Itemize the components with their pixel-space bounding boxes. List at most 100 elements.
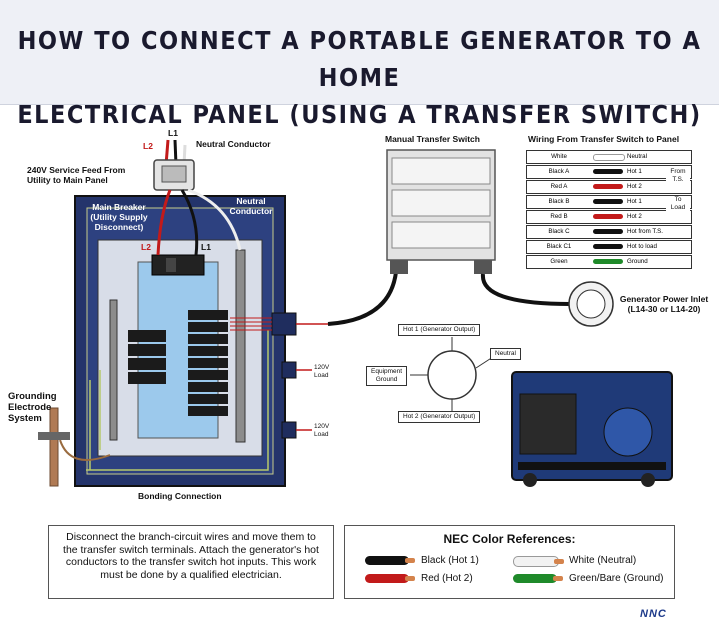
breakers-left xyxy=(128,330,166,384)
nec-red-label: Red (Hot 2) xyxy=(421,573,473,584)
title-line-2: ELECTRICAL PANEL (USING A TRANSFER SWITC… xyxy=(17,100,702,129)
receptacle-detail xyxy=(427,350,477,400)
ground-bar xyxy=(109,299,118,441)
label-hot1-output: Hot 1 (Generator Output) xyxy=(398,324,481,336)
group1-line-1: From xyxy=(670,168,686,175)
generator-alternator xyxy=(603,407,653,457)
header-banner: HOW TO CONNECT A PORTABLE GENERATOR TO A… xyxy=(0,0,719,129)
label-bonding: Bonding Connection xyxy=(138,491,222,501)
power-inlet-line-2: (L14-30 or L14-20) xyxy=(627,304,701,314)
label-neutral-conductor-top: Neutral Conductor xyxy=(196,139,271,149)
title-line-1: HOW TO CONNECT A PORTABLE GENERATOR TO A… xyxy=(17,26,702,92)
generator-frame xyxy=(518,462,666,470)
main-breaker-line-3: Disconnect) xyxy=(94,222,144,232)
nec-red-swatch xyxy=(365,574,415,583)
wire-color-swatch xyxy=(593,199,623,204)
meter-face xyxy=(161,165,187,183)
label-l2-breaker: L2 xyxy=(141,242,151,252)
group-from-ts: From T.S. xyxy=(666,168,690,184)
page-title: HOW TO CONNECT A PORTABLE GENERATOR TO A… xyxy=(0,22,719,133)
wiring-to: Hot 2 xyxy=(627,213,642,220)
wiring-to: Hot 1 xyxy=(627,198,642,205)
nec-color-references: NEC Color References: Black (Hot 1) Red … xyxy=(344,525,675,599)
label-hot2-output: Hot 2 (Generator Output) xyxy=(398,411,481,423)
nec-white-swatch xyxy=(513,556,564,567)
ground-clamp xyxy=(38,432,70,440)
main-breaker-line-1: Main Breaker xyxy=(92,202,146,212)
switch-conduit-right xyxy=(474,260,492,274)
switch-row-1 xyxy=(391,157,491,185)
wire-color-swatch xyxy=(593,229,623,234)
neutral-panel-line-1: Neutral xyxy=(236,196,266,206)
wiring-from: Red A xyxy=(550,183,568,190)
switch-conduit-left xyxy=(390,260,408,274)
feeder-l1 xyxy=(180,189,199,256)
wiring-table-row: Black A Hot 1 xyxy=(526,165,692,179)
label-l1-top: L1 xyxy=(168,128,178,138)
wire-color-swatch xyxy=(593,169,623,174)
group1-line-2: T.S. xyxy=(672,176,684,183)
wiring-to: Hot to load xyxy=(627,243,657,250)
nec-green-swatch xyxy=(513,574,563,583)
power-inlet-line-1: Generator Power Inlet xyxy=(619,294,709,304)
wiring-table-row: White Neutral xyxy=(526,150,692,164)
grounding-line-3: System xyxy=(8,413,42,424)
power-inlet-face xyxy=(576,289,606,319)
nec-black-label: Black (Hot 1) xyxy=(421,555,479,566)
wire-color-swatch xyxy=(593,184,623,189)
label-neutral-pin: Neutral xyxy=(490,348,521,360)
generator-wheel-2 xyxy=(641,473,655,487)
label-equipment-ground: Equipment Ground xyxy=(366,366,408,386)
feeder-l2 xyxy=(156,189,172,256)
wiring-to: Ground xyxy=(627,258,648,265)
panel-to-switch-cable xyxy=(327,271,398,326)
label-manual-transfer-switch: Manual Transfer Switch xyxy=(385,134,480,144)
brand-logo: NNC xyxy=(640,608,667,620)
generator-control-panel xyxy=(519,393,577,455)
wiring-table-row: Red B Hot 2 xyxy=(526,210,692,224)
nec-title: NEC Color References: xyxy=(443,532,576,546)
instruction-note: Disconnect the branch-circuit wires and … xyxy=(48,525,334,599)
main-breaker-line-2: (Utility Supply xyxy=(90,212,148,222)
wiring-from: Black C1 xyxy=(546,243,572,250)
label-grounding: Grounding Electrode System xyxy=(8,391,57,424)
grounding-line-1: Grounding xyxy=(8,391,57,402)
wire-color-swatch xyxy=(593,154,625,161)
switch-to-inlet-cable xyxy=(480,273,571,306)
panel-conduit-connector xyxy=(271,312,297,336)
breakers-right xyxy=(188,310,228,416)
label-load-2: 120V Load xyxy=(314,423,329,439)
wiring-from: Black A xyxy=(548,168,570,175)
wire-color-swatch xyxy=(593,244,623,249)
load1-line-2: Load xyxy=(314,372,329,379)
nec-black-swatch xyxy=(365,556,415,565)
group-to-load: To Load xyxy=(666,196,690,212)
wiring-to: Hot from T.S. xyxy=(627,228,663,235)
neutral-panel-line-2: Conductor xyxy=(229,206,273,216)
instruction-note-text: Disconnect the branch-circuit wires and … xyxy=(63,531,319,581)
wiring-from: Black B xyxy=(548,198,570,205)
label-l2-top: L2 xyxy=(143,141,153,151)
label-power-inlet: Generator Power Inlet (L14-30 or L14-20) xyxy=(612,294,716,314)
wiring-table-title: Wiring From Transfer Switch to Panel xyxy=(528,134,680,144)
wiring-from: Red B xyxy=(550,213,568,220)
equipment-ground-line-2: Ground xyxy=(375,376,398,383)
wiring-to: Hot 1 xyxy=(627,168,642,175)
wiring-from: White xyxy=(551,153,567,160)
label-neutral-conductor-panel: Neutral Conductor xyxy=(222,196,280,216)
label-load-1: 120V Load xyxy=(314,364,329,380)
wiring-table-row: Black C1 Hot to load xyxy=(526,240,692,254)
main-breaker-handle xyxy=(166,258,176,272)
group2-line-1: To xyxy=(674,196,682,203)
wiring-table-row: Black B Hot 1 xyxy=(526,195,692,209)
load2-line-2: Load xyxy=(314,431,329,438)
load2-line-1: 120V xyxy=(314,423,330,430)
wiring-to: Neutral xyxy=(627,153,647,160)
wire-color-swatch xyxy=(593,214,623,219)
label-l1-breaker: L1 xyxy=(201,242,211,252)
nec-green-label: Green/Bare (Ground) xyxy=(569,573,664,584)
